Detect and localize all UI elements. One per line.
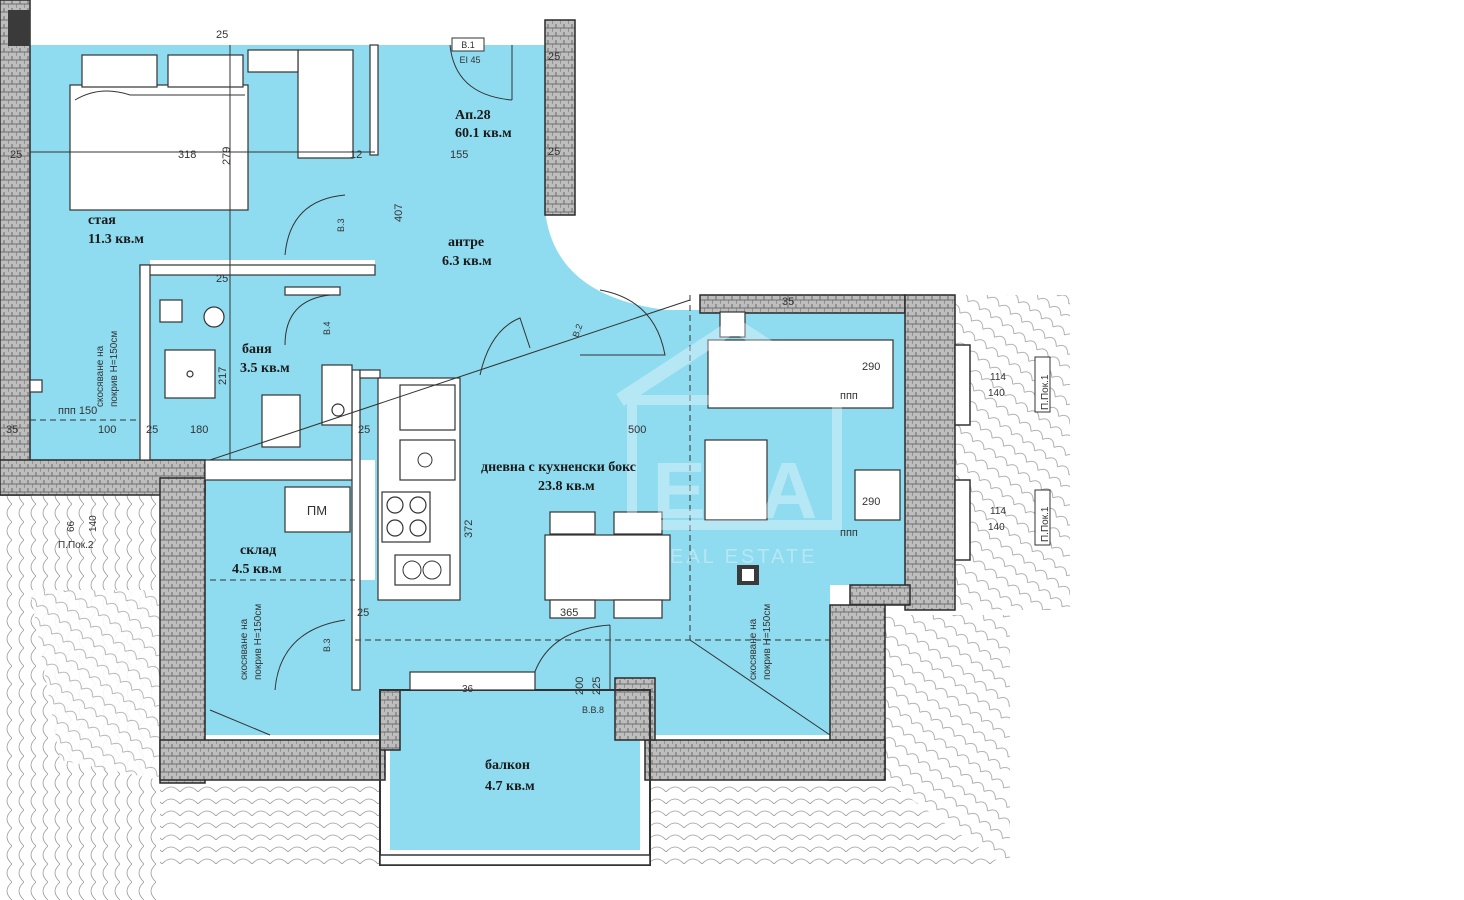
dim-25e: 25 [357,607,369,619]
pm-label: ПМ [307,503,327,518]
window-2-mid: 140 [988,522,1005,533]
dim-25b: 25 [548,146,560,158]
window-3-a: 66 [66,520,77,532]
dim-25c: 25 [146,424,158,436]
watermark-logo: ЕВА [653,446,818,535]
pm-box: ПМ [284,486,351,533]
dim-200: 200 [574,677,586,695]
dim-500: 500 [628,424,646,436]
dim-25a: 25 [10,149,22,161]
apartment-area: 60.1 кв.м [455,126,512,141]
dim-ppp150: ппп 150 [58,405,97,417]
room-bathroom-name: баня [242,342,272,357]
dim-225: 225 [591,677,603,695]
corner-block [8,10,30,46]
door-tag-entry: В.1 EI 45 [451,37,485,65]
dim-36: 36 [462,684,474,695]
dim-100: 100 [98,424,116,436]
room-balcony-area: 4.7 кв.м [485,779,535,794]
window-3-b: 140 [88,515,99,532]
door-tag-b4: В.4 [322,321,332,335]
door-swings [274,44,666,691]
room-bathroom-area: 3.5 кв.м [240,361,290,376]
kitchen-counter [377,377,461,601]
watermark: ЕВА REAL ESTATE [616,316,854,568]
slope-note-2a: скосяване на [239,618,250,680]
window-2-top: 114 [990,506,1006,517]
window-3-label: П.Пок.2 [58,540,94,551]
room-storage-area: 4.5 кв.м [232,562,282,577]
room-hall-area: 6.3 кв.м [442,254,492,269]
living-furniture [704,311,901,585]
dim-35: 35 [6,424,18,436]
slope-note-3b: покрив Н=150см [762,604,773,680]
room-balcony-name: балкон [485,758,530,773]
room-storage-name: склад [240,543,276,558]
room-bedroom-area: 11.3 кв.м [88,232,144,247]
bed [69,54,249,211]
door-tag-b2: В.2 [570,323,584,339]
dim-279: 279 [221,147,233,165]
dim-35b: 35 [782,296,794,308]
slope-note-1b: покрив Н=150см [109,331,120,407]
door-tag-b3b: В.3 [322,638,332,652]
room-living-name: дневна с кухненски бокс [481,460,636,475]
slope-note-2b: покрив Н=150см [253,604,264,680]
dim-25g: 25 [216,29,228,41]
dim-290a: 290 [862,361,880,373]
window-1-top: 114 [990,372,1006,383]
interior-walls [29,44,381,691]
door-entry-rating: EI 45 [459,55,480,65]
dim-25d: 25 [358,424,370,436]
dim-318: 318 [178,149,196,161]
dim-25f: 25 [216,273,228,285]
door-tag-b3a: В.3 [336,218,346,232]
window-right-2 [954,479,1051,561]
dim-290b: 290 [862,496,880,508]
door-tag-bb8: В.В.8 [582,705,604,715]
slope-note-3a: скосяване на [748,618,759,680]
watermark-text: REAL ESTATE [653,546,818,568]
dim-365: 365 [560,607,578,619]
roof-area-left [0,495,160,900]
room-hall-name: антре [448,235,484,250]
dim-372: 372 [463,520,475,538]
dim-ppp1: ппп [840,390,858,402]
dim-407: 407 [393,204,405,222]
exterior-walls [0,0,956,784]
door-entry-code: В.1 [461,40,475,50]
dim-217: 217 [217,367,229,385]
roof-area-bottom [160,615,1010,870]
window-1-label: П.Пок.1 [1040,374,1051,410]
room-bedroom-name: стая [88,213,116,228]
window-1-mid: 140 [988,388,1005,399]
dining-set [544,511,671,619]
apartment-number: Ап.28 [455,108,491,123]
dim-155: 155 [450,149,468,161]
dim-12: 12 [350,149,362,161]
slope-lines [30,45,831,736]
bathroom-fixtures [159,286,353,448]
terrace-right [955,295,1070,610]
dim-ppp2: ппп [840,527,858,539]
dim-180: 180 [190,424,208,436]
slope-note-1a: скосяване на [95,345,106,407]
dim-25h: 25 [548,51,560,63]
wardrobe [247,49,354,159]
window-2-label: П.Пок.1 [1040,506,1051,542]
window-right-1 [954,344,1051,426]
room-living-area: 23.8 кв.м [538,479,595,494]
